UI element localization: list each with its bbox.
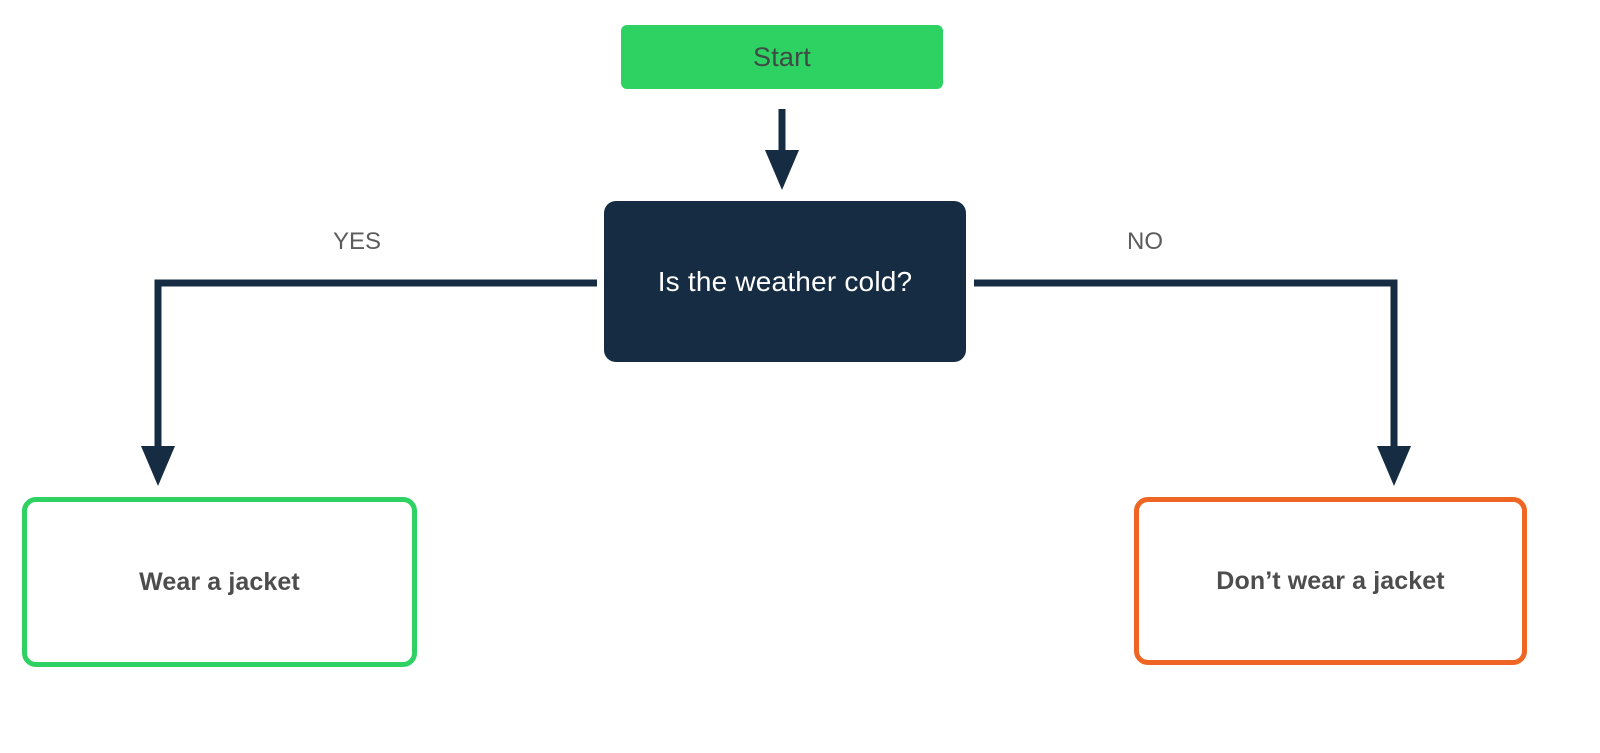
connector-start-to-decision <box>765 109 799 190</box>
node-decision-label: Is the weather cold? <box>657 265 913 297</box>
connector-decision-to-no <box>974 279 1411 486</box>
node-start[interactable]: Start <box>621 25 943 89</box>
node-no-outcome-label: Don’t wear a jacket <box>1216 566 1445 595</box>
edge-label-no: NO <box>1127 228 1163 255</box>
node-yes-outcome-label: Wear a jacket <box>139 567 300 596</box>
node-start-label: Start <box>752 41 812 72</box>
node-decision[interactable]: Is the weather cold? <box>604 201 966 362</box>
node-no-outcome[interactable]: Don’t wear a jacket <box>1134 497 1527 665</box>
connector-decision-to-yes <box>141 279 597 486</box>
edge-label-yes: YES <box>333 228 382 255</box>
node-yes-outcome[interactable]: Wear a jacket <box>22 497 417 667</box>
